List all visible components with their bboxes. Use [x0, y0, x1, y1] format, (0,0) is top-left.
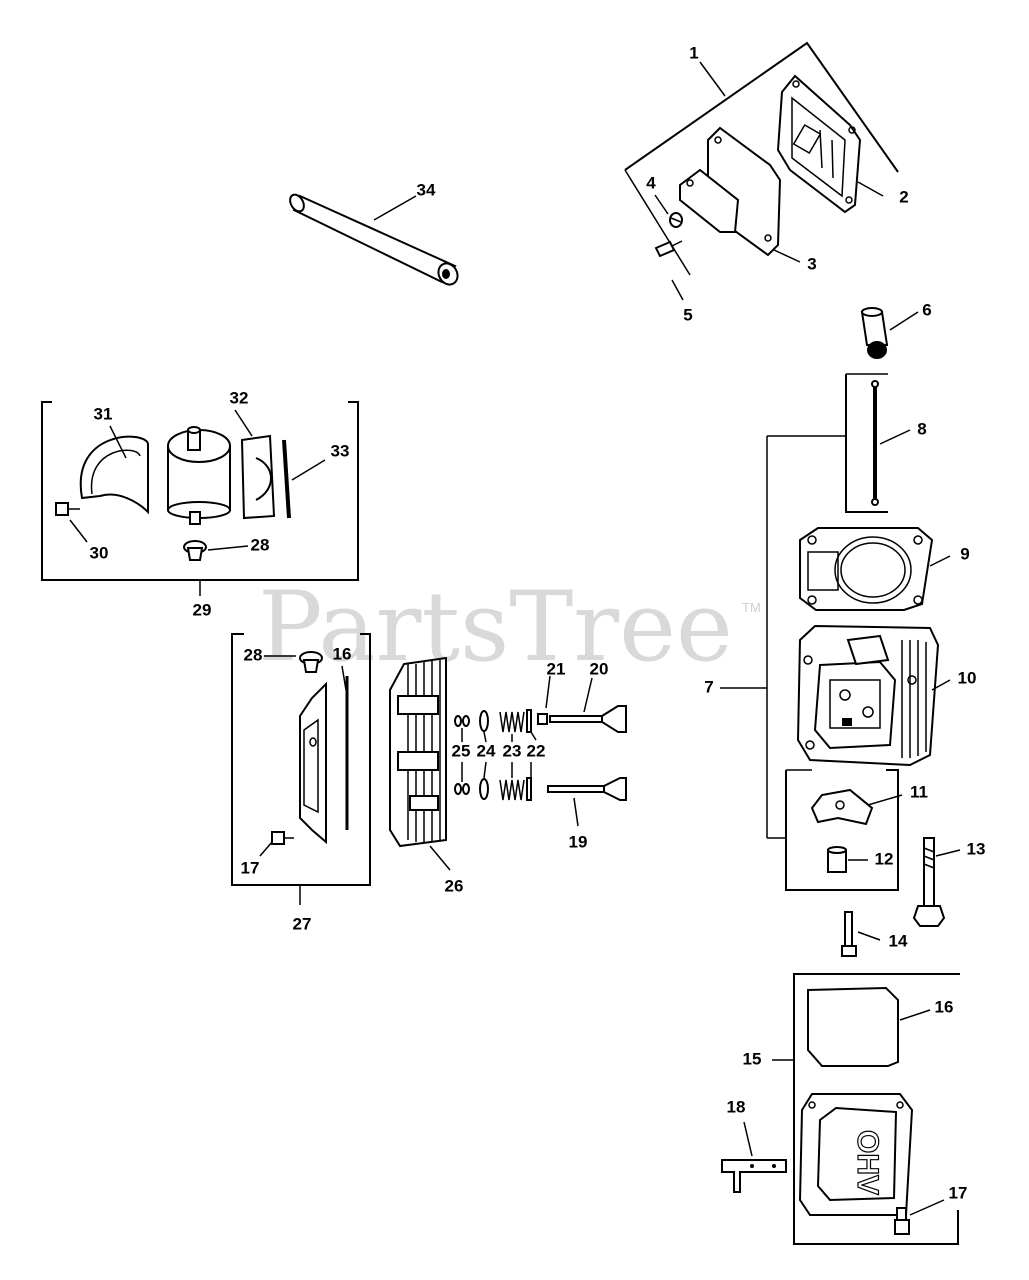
callout-label-14: 14 — [889, 931, 908, 950]
push-rod-part — [871, 380, 879, 506]
callout-label-19: 19 — [569, 832, 588, 851]
leader-lines — [69, 61, 961, 1216]
valve-keeper-part — [454, 715, 470, 795]
nut-part — [669, 212, 683, 228]
cover-screw-part — [894, 1207, 910, 1235]
callout-label-21: 21 — [547, 659, 566, 678]
callout-label-15: 15 — [743, 1049, 762, 1068]
head-bolt-part — [912, 837, 946, 927]
callout-label-10: 10 — [958, 668, 977, 687]
cylinder-head-part — [796, 624, 940, 767]
filter-bracket-part — [240, 434, 276, 520]
cover-gasket-part — [807, 986, 899, 1067]
callout-label-3: 3 — [807, 254, 816, 273]
intake-valve-part — [549, 705, 627, 733]
valve-cover-gasket-part — [776, 74, 862, 214]
rocker-pivot-part — [827, 846, 847, 873]
callout-label-4: 4 — [646, 173, 656, 192]
bracket-strip-part — [282, 439, 291, 519]
bracket-part — [721, 1159, 787, 1193]
callout-label-24: 24 — [477, 741, 496, 760]
spring-cap-part — [526, 709, 532, 801]
head-side-view-part — [389, 656, 447, 848]
callout-label-5: 5 — [683, 305, 692, 324]
kit-box-7 — [766, 373, 899, 891]
hose-tube-part — [289, 193, 459, 286]
callout-label-23: 23 — [503, 741, 522, 760]
mounting-clamp-part — [79, 435, 149, 515]
callout-label-34: 34 — [417, 180, 436, 199]
kit-box-15 — [772, 973, 960, 1245]
plug-part-27 — [299, 651, 323, 673]
side-cover-part — [299, 681, 327, 845]
callout-label-28b: 28 — [251, 535, 270, 554]
callout-label-17: 17 — [949, 1183, 968, 1202]
callout-label-18: 18 — [727, 1097, 746, 1116]
callout-label-27: 27 — [293, 914, 312, 933]
callout-label-29: 29 — [193, 600, 212, 619]
kit-box-29 — [41, 401, 359, 596]
kit-bracket-1 — [624, 41, 899, 276]
ohv-embossed-text: OHV — [851, 1130, 884, 1195]
callout-label-8: 8 — [917, 419, 926, 438]
watermark-text: PartsTree — [258, 571, 733, 683]
screw-part — [654, 240, 683, 258]
callout-label-16: 16 — [935, 997, 954, 1016]
callout-label-16b: 16 — [333, 644, 352, 663]
callout-label-28: 28 — [244, 645, 263, 664]
exhaust-valve-part — [547, 777, 627, 801]
ohv-valve-cover-part: OHV — [798, 1093, 914, 1216]
callout-label-6: 6 — [922, 300, 931, 319]
callout-label-20: 20 — [590, 659, 609, 678]
callout-label-32: 32 — [230, 388, 249, 407]
watermark-trademark: TM — [742, 600, 761, 615]
callout-label-17b: 17 — [241, 858, 260, 877]
lifter-part — [860, 307, 889, 359]
callout-label-12: 12 — [875, 849, 894, 868]
callout-label-13: 13 — [967, 839, 986, 858]
callout-label-25: 25 — [452, 741, 471, 760]
kit-box-27 — [231, 633, 371, 905]
callout-label-22: 22 — [527, 741, 546, 760]
stud-part — [841, 911, 857, 957]
spring-retainer-part — [479, 710, 489, 800]
callout-label-30: 30 — [90, 543, 109, 562]
callout-label-31: 31 — [94, 404, 113, 423]
callout-label-11: 11 — [910, 782, 928, 801]
callout-label-33: 33 — [331, 441, 350, 460]
valve-cap-part — [537, 713, 548, 725]
callout-label-2: 2 — [899, 187, 908, 206]
callout-label-1: 1 — [689, 43, 698, 62]
screw-part-29 — [55, 502, 80, 516]
filter-canister-part — [167, 426, 231, 525]
rocker-arm-part — [810, 788, 874, 826]
valve-spring-part — [499, 711, 525, 801]
screw-part-27 — [271, 831, 294, 845]
head-gasket-part — [799, 527, 934, 611]
callout-label-26: 26 — [445, 876, 464, 895]
callout-label-7: 7 — [704, 677, 713, 696]
callout-label-9: 9 — [960, 544, 969, 563]
valve-cover-part — [679, 126, 782, 257]
plug-part-29 — [183, 540, 207, 561]
